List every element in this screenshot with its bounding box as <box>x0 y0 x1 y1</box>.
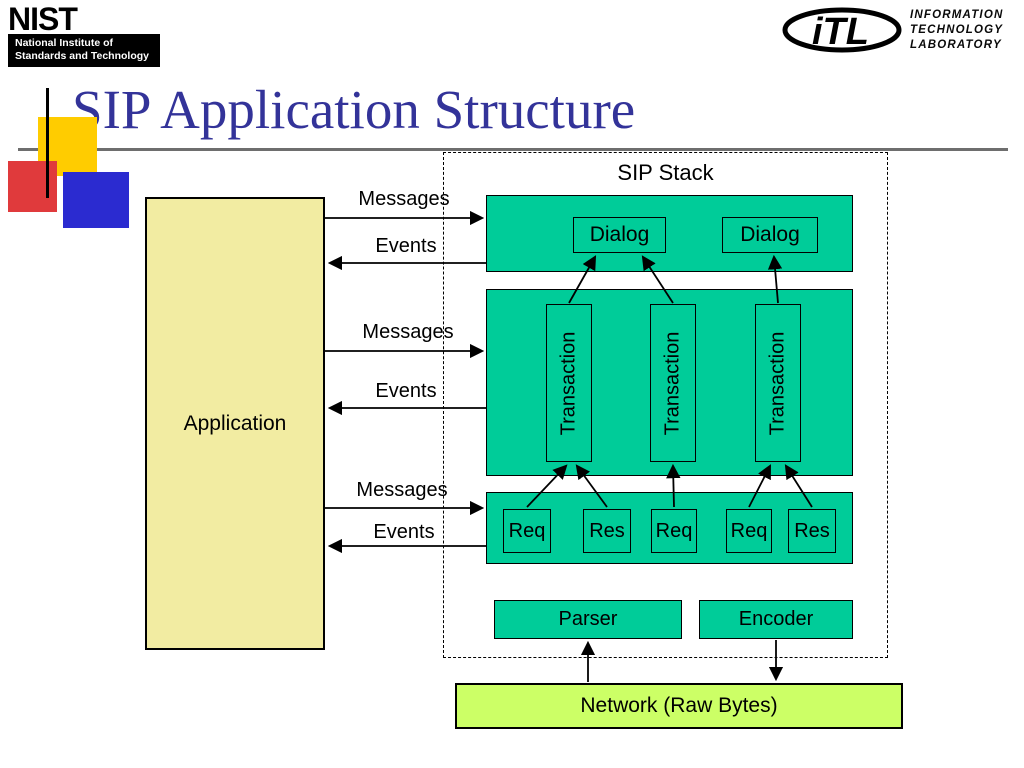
dialog-box-2: Dialog <box>722 217 818 253</box>
events-label-3: Events <box>373 521 435 543</box>
encoder-label: Encoder <box>738 608 814 630</box>
itl-logo: iTL INFORMATION TECHNOLOGY LABORATORY <box>782 6 1003 54</box>
itl-line2: TECHNOLOGY <box>910 23 1004 36</box>
req-box-2: Req <box>651 509 697 553</box>
page-title: SIP Application Structure <box>72 79 636 140</box>
dialog-label-2: Dialog <box>740 223 800 246</box>
res-label-1: Res <box>589 519 625 542</box>
nist-tagline-line2: Standards and Technology <box>15 50 149 62</box>
res-box-2: Res <box>788 509 836 553</box>
parser-box: Parser <box>494 600 682 639</box>
transaction-label-3: Transaction <box>766 331 789 435</box>
req-box-1: Req <box>503 509 551 553</box>
res-label-2: Res <box>794 519 830 542</box>
dialog-label-1: Dialog <box>589 223 650 246</box>
events-label-1: Events <box>375 235 437 257</box>
transaction-label-2: Transaction <box>661 331 684 435</box>
req-box-3: Req <box>726 509 772 553</box>
dialog-box-1: Dialog <box>573 217 666 253</box>
transaction-box-2: Transaction <box>650 304 696 462</box>
itl-wordmark: iTL <box>812 11 869 53</box>
accent-square-blue <box>63 172 129 228</box>
nist-tagline-line1: National Institute of <box>15 37 113 49</box>
res-box-1: Res <box>583 509 631 553</box>
messages-label-2: Messages <box>362 321 454 343</box>
application-box: Application <box>145 197 325 650</box>
title-vertical-line <box>46 88 49 198</box>
messages-label-3: Messages <box>356 479 448 501</box>
application-label: Application <box>183 411 287 435</box>
title-underline <box>18 148 1008 151</box>
transaction-box-3: Transaction <box>755 304 801 462</box>
network-label: Network (Raw Bytes) <box>580 694 778 717</box>
parser-label: Parser <box>558 608 618 630</box>
network-box: Network (Raw Bytes) <box>455 683 903 729</box>
req-label-2: Req <box>655 519 693 542</box>
nist-wordmark: NIST <box>8 1 78 37</box>
encoder-box: Encoder <box>699 600 853 639</box>
itl-line3: LABORATORY <box>910 38 1002 51</box>
messages-label-1: Messages <box>358 188 450 210</box>
nist-logo: NIST National Institute of Standards and… <box>8 1 160 67</box>
sip-stack-outline <box>443 152 888 658</box>
itl-line1: INFORMATION <box>910 8 1004 21</box>
sip-stack-label: SIP Stack <box>617 160 714 185</box>
accent-square-red <box>8 161 57 212</box>
transaction-label-1: Transaction <box>557 331 580 435</box>
itl-ellipse-icon: iTL <box>782 7 902 53</box>
req-label-3: Req <box>730 519 768 542</box>
nist-tagline: National Institute of Standards and Tech… <box>8 34 160 67</box>
itl-text: INFORMATION TECHNOLOGY LABORATORY <box>910 8 1003 53</box>
req-label-1: Req <box>508 519 546 542</box>
events-label-2: Events <box>375 380 437 402</box>
transaction-box-1: Transaction <box>546 304 592 462</box>
